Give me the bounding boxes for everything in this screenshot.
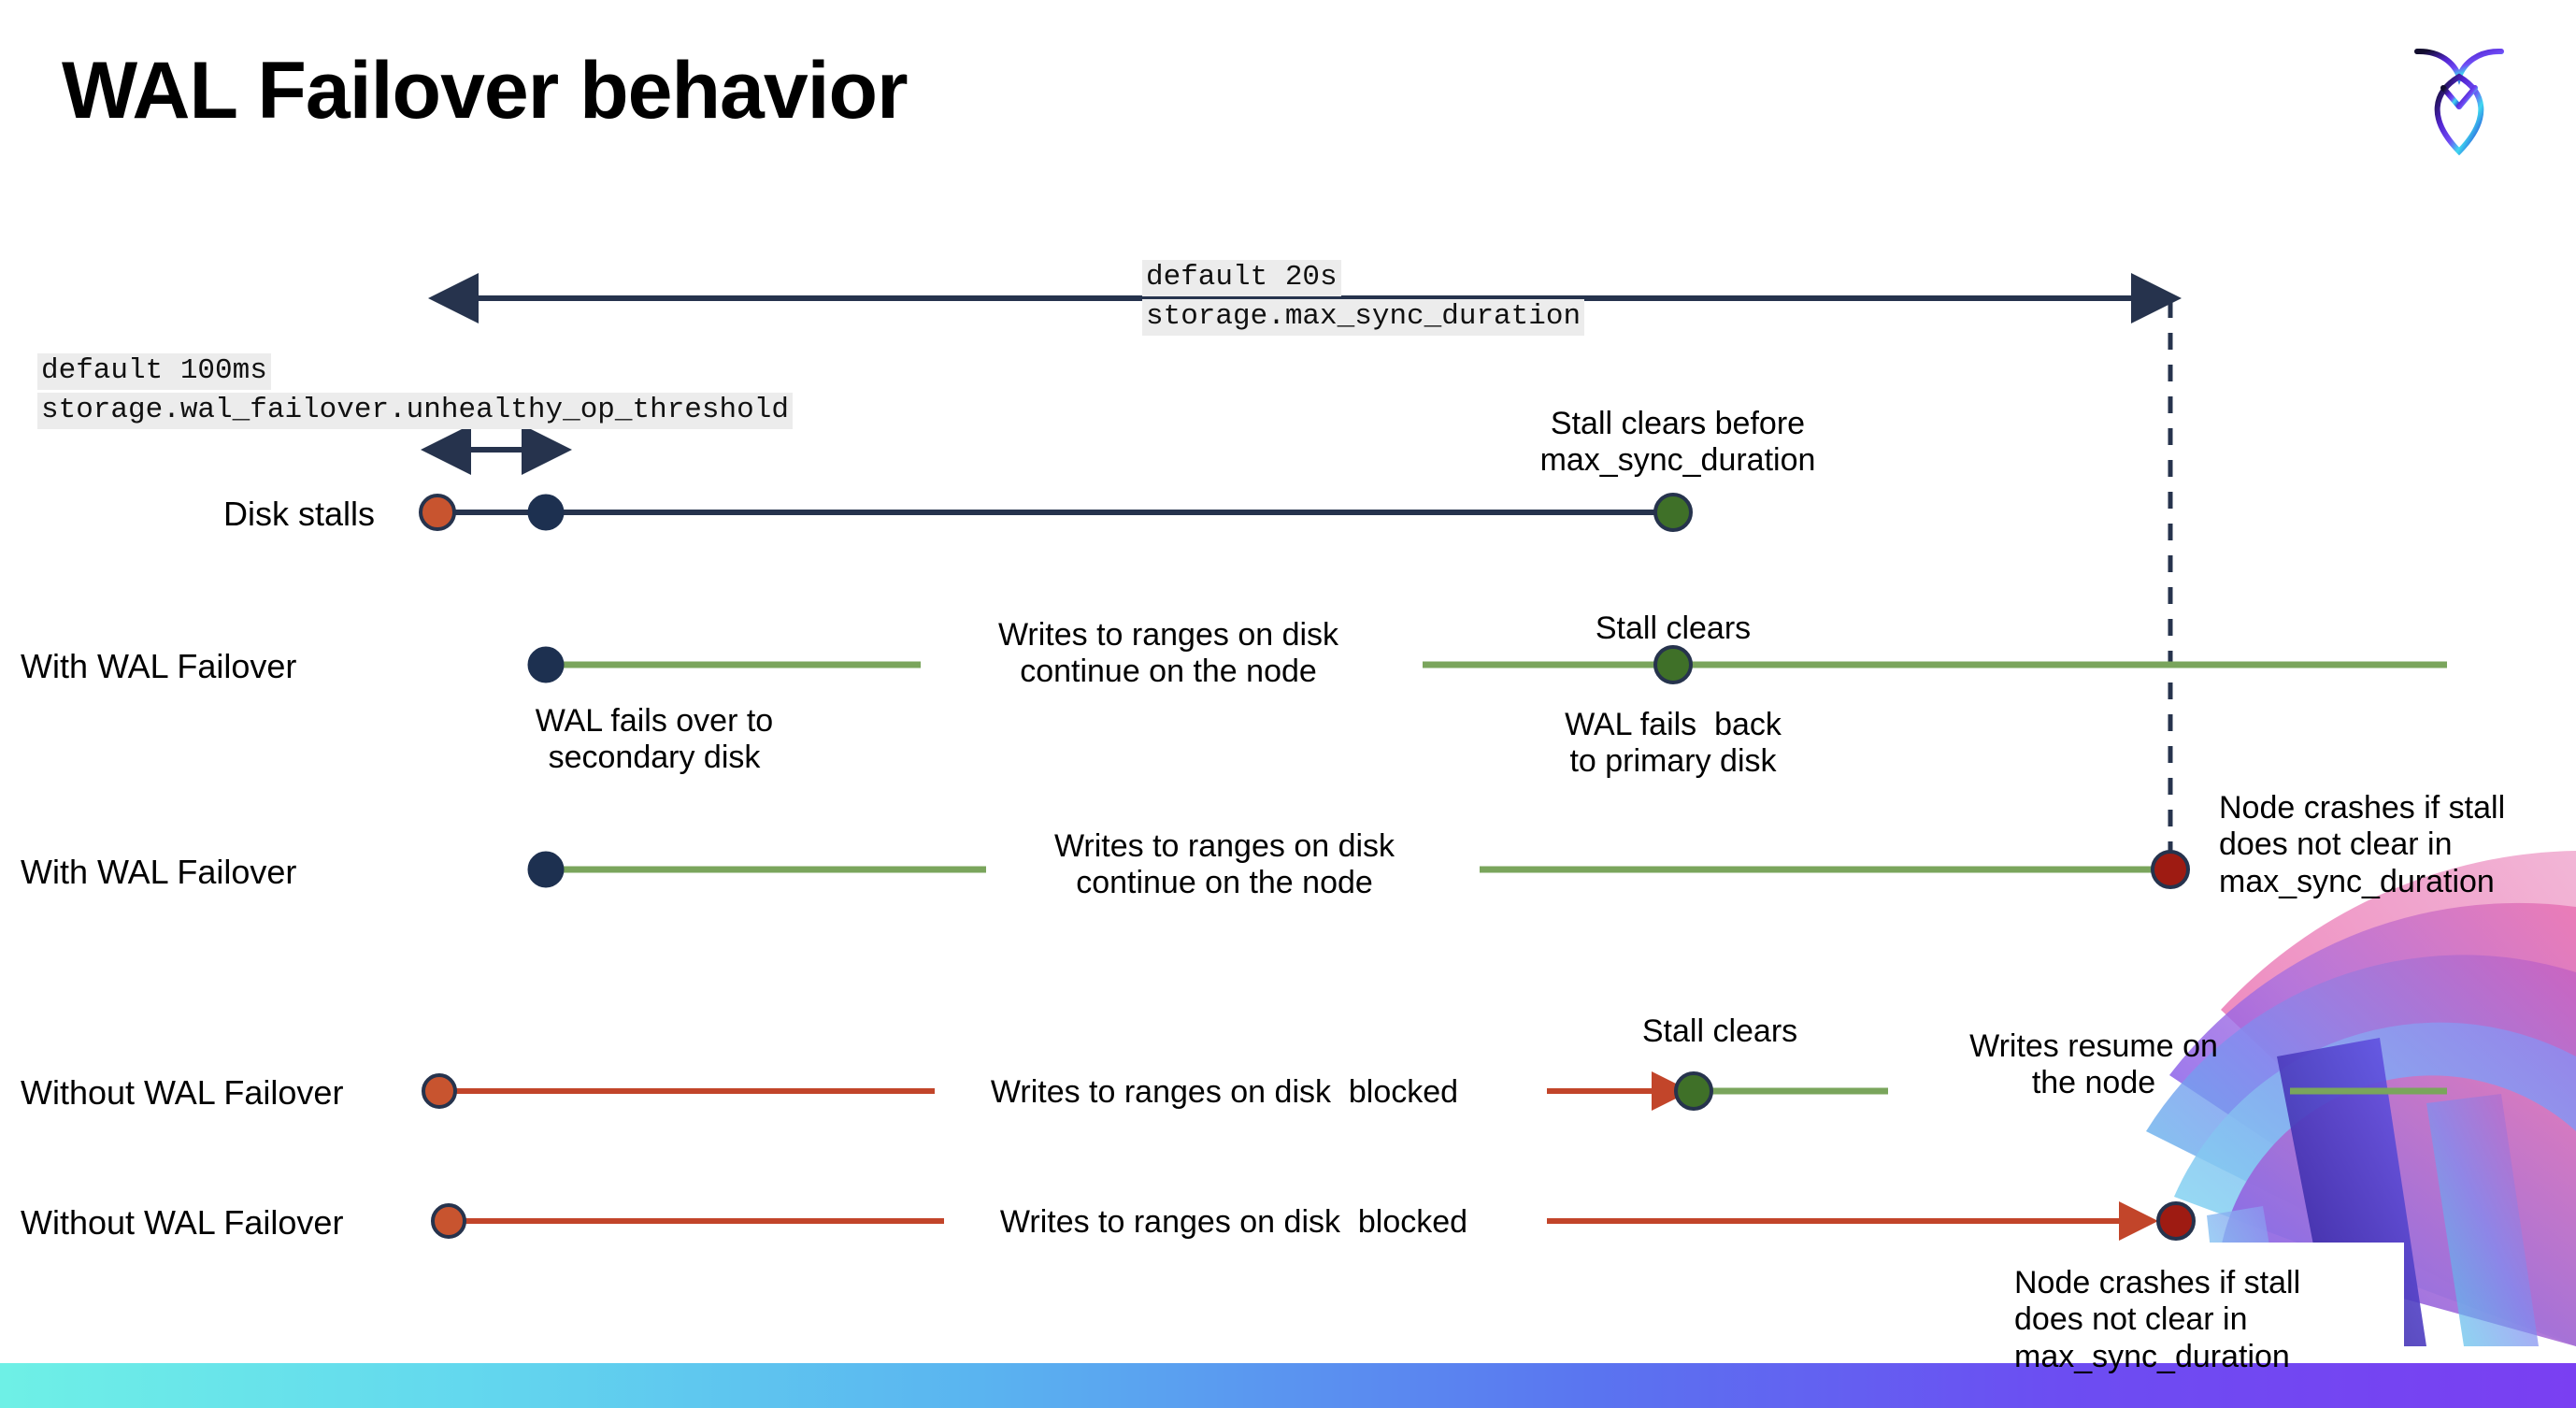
row-label-with-wal-failover-2: With WAL Failover <box>21 853 297 891</box>
row-disk-stalls-track <box>419 493 1693 532</box>
max-sync-default-label: default 20s <box>1142 260 1341 296</box>
unhealthy-setting-label: storage.wal_failover.unhealthy_op_thresh… <box>37 393 793 429</box>
stall-start-dot <box>431 1203 466 1239</box>
annotation-node-crashes-1: Node crashes if stall does not clear in … <box>2219 790 2506 899</box>
bottom-gradient-bar <box>0 1363 2576 1408</box>
failover-trigger-dot <box>527 494 565 531</box>
cockroachdb-logo-icon <box>2389 28 2529 168</box>
stall-start-dot <box>422 1073 457 1109</box>
row-with-failover-1-track <box>527 645 2447 684</box>
unhealthy-default-label: default 100ms <box>37 353 271 390</box>
node-crash-dot <box>2151 850 2190 889</box>
row-label-without-wal-failover-1: Without WAL Failover <box>21 1073 344 1112</box>
annotation-wal-fails-over: WAL fails over to secondary disk <box>535 703 774 776</box>
annotation-stall-clears-before: Stall clears before max_sync_duration <box>1539 406 1816 479</box>
row-label-disk-stalls: Disk stalls <box>223 495 376 533</box>
row-without-failover-1-track <box>422 1071 2447 1111</box>
wal-failover-dot <box>527 646 565 683</box>
row-label-without-wal-failover-2: Without WAL Failover <box>21 1203 344 1242</box>
wal-failover-dot <box>527 851 565 888</box>
annotation-stall-clears-1: Stall clears <box>1595 611 1752 646</box>
page-title: WAL Failover behavior <box>62 46 909 136</box>
annotation-writes-continue-1: Writes to ranges on disk continue on the… <box>997 617 1339 690</box>
annotation-stall-clears-2: Stall clears <box>1641 1013 1798 1049</box>
annotation-writes-continue-2: Writes to ranges on disk continue on the… <box>1053 828 1395 901</box>
stall-clear-dot <box>1653 493 1693 532</box>
annotation-writes-resume: Writes resume on the node <box>1969 1028 2218 1101</box>
annotation-writes-blocked-2: Writes to ranges on disk blocked <box>999 1204 1468 1240</box>
stall-clear-dot <box>1653 645 1693 684</box>
row-label-with-wal-failover-1: With WAL Failover <box>21 647 297 685</box>
stall-start-dot <box>419 494 456 531</box>
annotation-node-crashes-2: Node crashes if stall does not clear in … <box>2014 1265 2301 1374</box>
node-crash-dot <box>2156 1201 2196 1241</box>
annotation-wal-fails-back: WAL fails back to primary disk <box>1565 707 1782 780</box>
max-sync-setting-label: storage.max_sync_duration <box>1142 299 1585 336</box>
annotation-writes-blocked-1: Writes to ranges on disk blocked <box>990 1074 1459 1110</box>
row-with-failover-2-track <box>527 850 2190 889</box>
stall-clear-dot <box>1674 1071 1713 1111</box>
row-without-failover-2-track <box>431 1201 2196 1241</box>
